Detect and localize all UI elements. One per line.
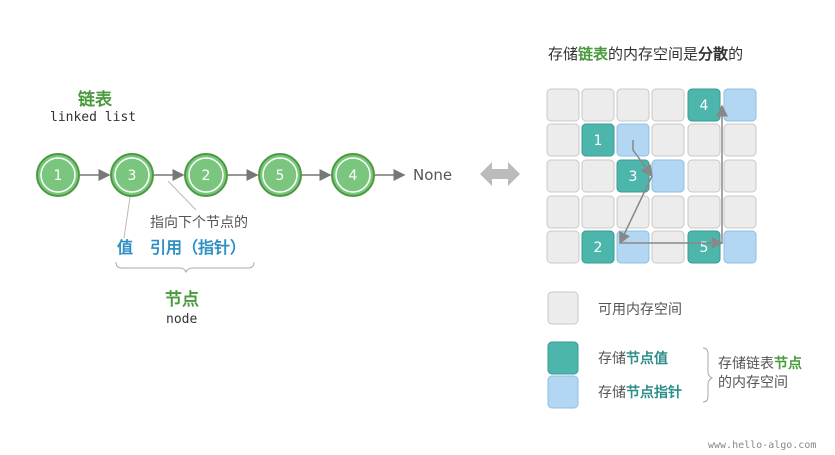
- pointer-arrow-3-to-2: [619, 175, 653, 245]
- double-arrow-icon: [480, 162, 520, 186]
- memory-cell: [616, 195, 650, 229]
- memory-cell: [723, 159, 757, 193]
- reference-label: 引用（指针）: [150, 238, 247, 257]
- memory-node-4: [687, 88, 757, 122]
- memory-node-label: 4: [700, 98, 709, 114]
- memory-cell: [546, 195, 580, 229]
- memory-cell: [651, 230, 685, 264]
- node-subtitle: node: [166, 312, 198, 327]
- legend-free-label: 可用内存空间: [598, 302, 682, 318]
- list-node-3: [110, 153, 154, 197]
- memory-cell: [651, 123, 685, 157]
- memory-cell: [616, 88, 650, 122]
- memory-cell: [687, 159, 721, 193]
- linked-list-title: 链表: [78, 90, 112, 110]
- memory-node-label: 2: [594, 240, 603, 256]
- list-node-label: 2: [202, 168, 211, 184]
- pointer-arrow-1-to-3: [632, 140, 653, 178]
- watermark: www.hello-algo.com: [708, 440, 817, 451]
- memory-cell: [651, 88, 685, 122]
- legend-free-swatch: [547, 291, 579, 325]
- memory-cell: [687, 195, 721, 229]
- memory-node-1: [581, 123, 650, 157]
- memory-cell: [546, 159, 580, 193]
- legend-value-label: 存储节点值: [598, 351, 668, 367]
- list-node-label: 3: [128, 168, 137, 184]
- legend-pointer-swatch: [547, 375, 579, 409]
- list-node-4: [331, 153, 375, 197]
- legend-brace: [702, 347, 714, 403]
- list-node-1: [36, 153, 80, 197]
- memory-node-2: [581, 230, 650, 264]
- list-node-2: [184, 153, 228, 197]
- memory-cell: [651, 195, 685, 229]
- list-node-label: 5: [276, 168, 285, 184]
- list-node-5: [258, 153, 302, 197]
- memory-cell: [581, 195, 615, 229]
- memory-cell: [723, 123, 757, 157]
- pointer-callout-line: [167, 180, 197, 211]
- legend-pointer-label: 存储节点指针: [598, 385, 682, 401]
- value-label: 值: [117, 238, 134, 257]
- node-title: 节点: [165, 290, 199, 310]
- value-callout-line: [123, 196, 131, 239]
- node-brace: [115, 261, 255, 274]
- memory-cell: [546, 123, 580, 157]
- list-node-label: 4: [349, 168, 358, 184]
- memory-node-3: [616, 159, 685, 193]
- memory-cell: [723, 195, 757, 229]
- list-node-label: 1: [54, 168, 63, 184]
- pointer-note: 指向下个节点的: [150, 215, 248, 231]
- memory-node-label: 1: [594, 133, 603, 149]
- memory-cell: [687, 123, 721, 157]
- memory-cell: [581, 88, 615, 122]
- terminator-label: None: [413, 166, 453, 184]
- memory-cell: [546, 88, 580, 122]
- legend-value-swatch: [547, 341, 579, 375]
- memory-node-label: 3: [629, 169, 638, 185]
- memory-cell: [581, 159, 615, 193]
- memory-node-label: 5: [700, 240, 709, 256]
- linked-list-subtitle: linked list: [50, 110, 137, 125]
- memory-title: 存储链表的内存空间是分散的: [548, 45, 744, 63]
- legend-group-label: 存储链表节点 的内存空间: [718, 356, 802, 391]
- memory-cell: [546, 230, 580, 264]
